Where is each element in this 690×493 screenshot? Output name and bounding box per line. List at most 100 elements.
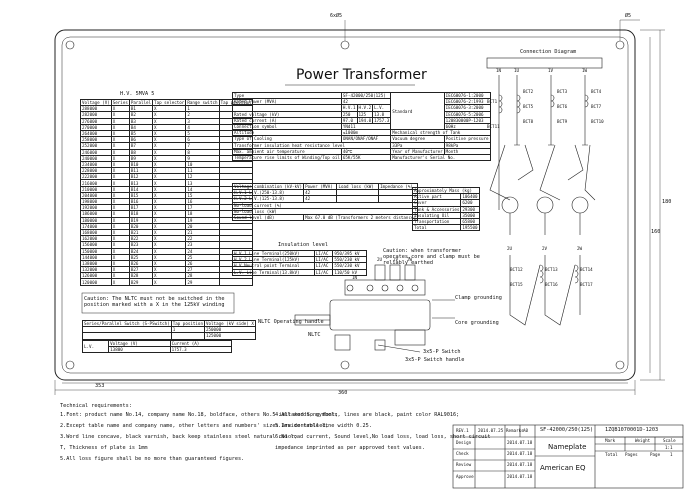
- imp-h0: Voltage combination (kV-kV): [231, 182, 305, 191]
- lv-v: 13800: [108, 346, 171, 354]
- note-right: 4.All words, symbols, lines are black, p…: [275, 412, 460, 418]
- label-1n: 1N: [352, 275, 358, 280]
- note-left: 5.All loss figure shall be no more than …: [60, 456, 245, 462]
- table-cell: 29: [185, 278, 220, 286]
- table-cell: Total: [411, 224, 462, 232]
- label-sp-switch: 3x5-P Switch: [423, 349, 461, 355]
- tb-weight: Weight: [635, 438, 651, 443]
- rc-2: 194.0: [356, 116, 374, 124]
- sp-r2a: [170, 332, 205, 340]
- imp-h2: Load loss (kW): [336, 182, 380, 191]
- table-cell: Tank & Accessories: [411, 205, 462, 213]
- table-cell: LI/AC: [313, 268, 334, 276]
- col-hv2: H.V.2: [356, 104, 374, 112]
- bct-label: BCT9: [557, 119, 568, 124]
- note-left: 2.Except table name and company name, ot…: [60, 423, 329, 429]
- temp-rise-label: Temperature rise limits of Winding/Top o…: [232, 153, 342, 162]
- sp-h2: Tap position: [170, 319, 205, 328]
- standard-label: Standard: [390, 91, 445, 131]
- bct-label: BCT7: [591, 104, 602, 109]
- sp-h1: Series/Parallel Switch (S-PSwitch): [82, 319, 172, 328]
- conn-top-1w: 1W: [582, 68, 588, 73]
- table-cell: B29: [128, 278, 154, 286]
- sound-value: Max 67.0 dB (Transformers 2 meters dista…: [303, 213, 419, 222]
- tb-remark: Remarks: [506, 428, 524, 433]
- standard-2: IEC60076-3:2000: [443, 104, 491, 112]
- label-nltc-handle: NLTC Operating handle: [258, 319, 324, 325]
- conn-top-1u: 1U: [514, 68, 520, 73]
- bct-label: BCT11: [487, 124, 500, 129]
- tb-code: 1ZQB1070001D-1203: [605, 427, 659, 433]
- bct-label: BCT10: [591, 119, 604, 124]
- note-right: 6.No load current, Sound level,No load l…: [275, 434, 491, 440]
- tb-name: Nameplate: [548, 443, 587, 451]
- temp-rise-value: 65K/55K: [340, 153, 392, 162]
- type-value: SF-42000/250(125): [340, 91, 392, 100]
- sp-r2b: 125000: [203, 332, 256, 340]
- tb-date-review: 2014.07.18: [507, 462, 533, 467]
- caution-tap: Caution: The NLTC must not be switched i…: [84, 296, 225, 308]
- table-cell: 120000: [80, 278, 112, 286]
- bct-label: BCT4: [591, 89, 602, 94]
- note-right: impedance imprinted as per approved test…: [275, 445, 425, 451]
- conn-top-1n: 1N: [496, 68, 502, 73]
- tb-row-design: Design: [456, 440, 472, 445]
- dim-width: 360: [338, 390, 348, 396]
- bct-label: BCT8: [523, 119, 534, 124]
- table-cell: 110/50 kV: [332, 268, 367, 276]
- bct-label: BCT3: [557, 89, 568, 94]
- table-cell: 106400: [460, 193, 480, 201]
- bct-label: BCT5: [523, 104, 534, 109]
- tb-row-check: Check: [456, 451, 469, 456]
- imp-h1: Power (MVA): [303, 182, 338, 191]
- dim-top-hole: 6xØ5: [330, 13, 343, 19]
- tb-mark: Mark: [605, 438, 616, 443]
- tap-col-series: Series: [110, 98, 130, 107]
- terminal-2u: 2U: [377, 257, 383, 262]
- standard-1: IEC60076-2:1993: [443, 98, 491, 106]
- serial-label: Manufacturer's Serial No.: [390, 153, 491, 162]
- note-left: T, Thickness of plate is 1mm: [60, 445, 148, 451]
- dim-height: 180: [662, 199, 672, 205]
- tap-table: Voltage (V) Series Parallel Tap selector…: [80, 98, 253, 286]
- rc-3: 1757.3: [372, 116, 392, 124]
- tb-date-check: 2014.07.18: [507, 451, 533, 456]
- dim-height2: 160: [651, 229, 661, 235]
- bct-label: BCT14: [580, 267, 593, 272]
- terminal-2w: 2W: [407, 257, 413, 262]
- bct-label: BCT12: [510, 267, 523, 272]
- connection-diagram: [486, 57, 603, 326]
- bct-label: BCT17: [580, 282, 593, 287]
- bct-label: BCT16: [545, 282, 558, 287]
- bct-label: BCT2: [523, 89, 534, 94]
- impedance-table: Voltage combination (kV-kV)Power (MVA)Lo…: [231, 182, 419, 222]
- tb-company: American EQ: [540, 464, 586, 472]
- sound-label: Sound level (dB): [231, 213, 305, 222]
- tb-page-val: 1: [670, 452, 673, 457]
- label-nltc: NLTC: [308, 332, 321, 338]
- note-right: 5.Inside table line width 0.25.: [275, 423, 372, 429]
- dim-width2: 353: [95, 383, 105, 389]
- col-hv1: H.V.1: [340, 104, 358, 112]
- tap-col-voltage: Voltage (V): [80, 98, 112, 107]
- standard-3: IEC60076-5:2006: [443, 110, 491, 118]
- note-left: 3.Word line concave, black varnish, back…: [60, 434, 298, 440]
- standard-0: IEC60076-1:2000: [443, 91, 491, 100]
- tap-col-parallel: Parallel: [128, 98, 154, 107]
- conn-top-1v: 1V: [548, 68, 554, 73]
- bct-label: BCT13: [545, 267, 558, 272]
- lv-label: L.V.: [81, 339, 110, 354]
